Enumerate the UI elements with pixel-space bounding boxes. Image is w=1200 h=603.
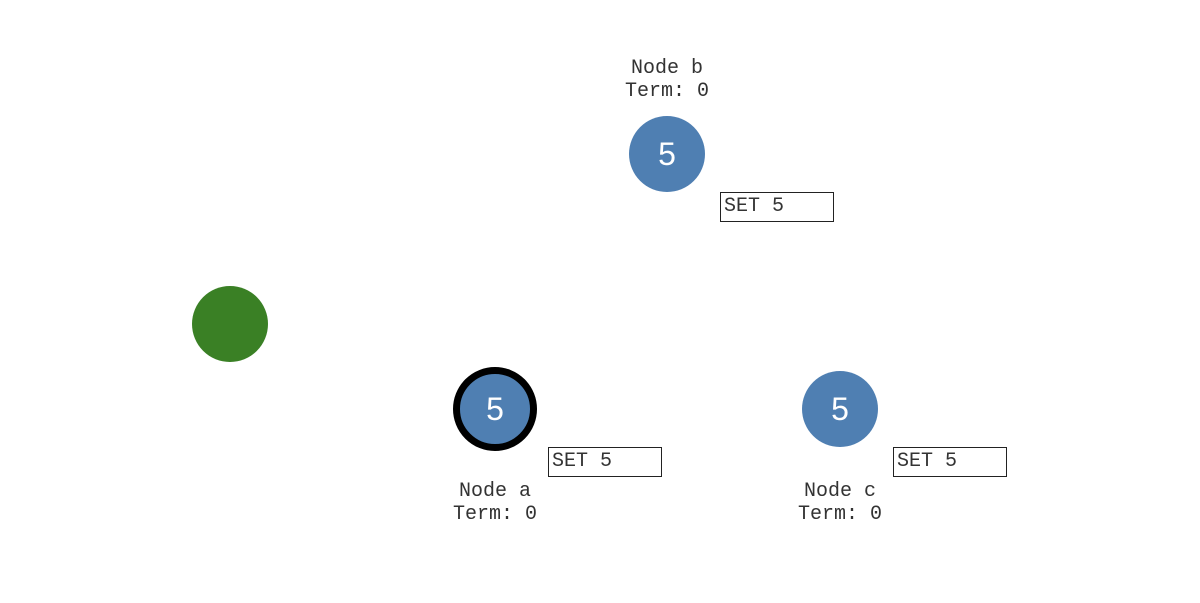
node-c-log-entry: SET 5 [893,447,1007,477]
node-b-circle[interactable]: 5 [629,116,705,192]
node-a-caption: Node a Term: 0 [395,480,595,526]
node-c-value: 5 [831,390,849,427]
node-c-circle[interactable]: 5 [802,371,878,447]
node-a-log-entry: SET 5 [548,447,662,477]
node-a-term: Term: 0 [452,503,537,526]
node-b-value: 5 [658,135,676,172]
node-a-value: 5 [486,390,504,427]
node-b-term: Term: 0 [624,80,709,103]
client-node [192,286,268,362]
node-c-name: Node c [803,480,876,503]
node-b-name: Node b [630,57,703,80]
node-b-log-entry: SET 5 [720,192,834,222]
node-b-caption: Node b Term: 0 [567,57,767,103]
node-a-circle[interactable]: 5 [453,367,537,451]
node-c-caption: Node c Term: 0 [740,480,940,526]
node-a-name: Node a [458,480,531,503]
node-c-term: Term: 0 [797,503,882,526]
